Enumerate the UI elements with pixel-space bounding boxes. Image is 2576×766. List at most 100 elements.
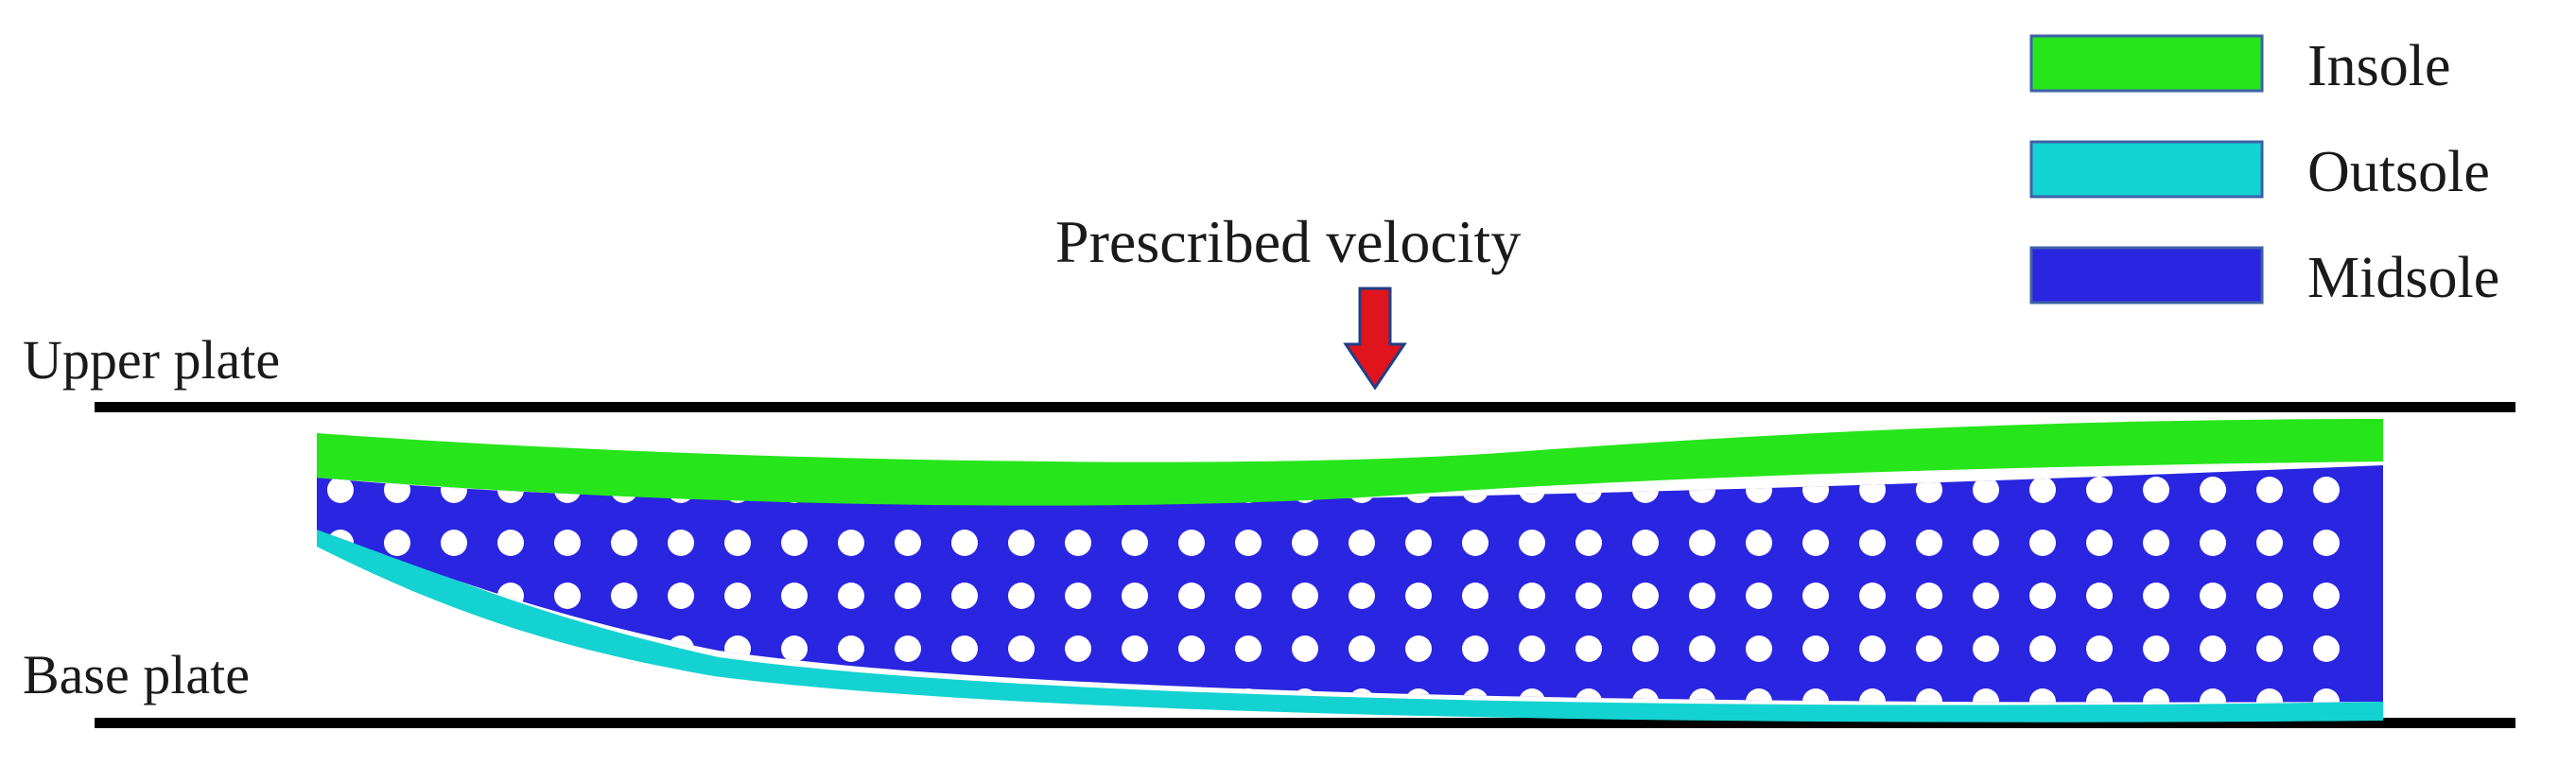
midsole-pore — [1689, 530, 1715, 556]
midsole-pore — [1462, 635, 1488, 662]
midsole-pore — [497, 688, 524, 703]
midsole-pore — [611, 688, 637, 703]
outsole — [317, 518, 2383, 722]
midsole-pore — [1178, 583, 1205, 609]
legend-label-insole: Insole — [2307, 34, 2451, 98]
legend: Insole Outsole Midsole — [2029, 34, 2499, 310]
midsole-pore — [2029, 635, 2056, 662]
midsole-pore — [1405, 635, 1432, 662]
midsole-pore — [1405, 583, 1432, 609]
midsole-pore — [384, 635, 410, 662]
midsole-pore — [1462, 530, 1488, 556]
midsole-pore — [2029, 530, 2056, 556]
midsole-pore — [2200, 688, 2226, 703]
midsole-pore — [668, 583, 694, 609]
midsole-pore — [668, 530, 694, 556]
midsole-pore — [1973, 477, 1999, 503]
midsole-pore — [497, 530, 524, 556]
midsole-pore — [1065, 635, 1091, 662]
midsole-pore — [724, 688, 751, 703]
midsole-pore — [781, 688, 808, 703]
midsole-pore — [554, 688, 581, 703]
midsole-pore — [1008, 635, 1035, 662]
midsole-pore — [2313, 635, 2340, 662]
midsole-pore — [2143, 530, 2169, 556]
midsole-pore — [441, 688, 467, 703]
midsole-pore — [1122, 583, 1148, 609]
midsole-pore — [2313, 688, 2340, 703]
midsole-pore — [1519, 530, 1545, 556]
midsole-pore — [1008, 583, 1035, 609]
midsole-pore — [611, 583, 637, 609]
midsole-pore — [2143, 635, 2169, 662]
midsole-pore — [2200, 530, 2226, 556]
midsole-pore — [1916, 635, 1942, 662]
midsole-pore — [1122, 635, 1148, 662]
midsole-pore — [951, 530, 978, 556]
midsole-pore — [2200, 583, 2226, 609]
midsole-pore — [497, 635, 524, 662]
midsole-pore — [2313, 583, 2340, 609]
midsole-pore — [611, 530, 637, 556]
midsole-pore — [781, 583, 808, 609]
midsole-pore — [724, 583, 751, 609]
midsole-pore — [1292, 530, 1318, 556]
midsole-pore — [724, 635, 751, 662]
legend-label-outsole: Outsole — [2307, 140, 2490, 204]
midsole-pore — [1859, 635, 1886, 662]
midsole-pore — [2256, 530, 2283, 556]
midsole-pore — [327, 477, 354, 503]
midsole-pore — [1065, 530, 1091, 556]
upper-plate — [95, 402, 2515, 412]
midsole-pore — [554, 583, 581, 609]
midsole-pore — [724, 530, 751, 556]
midsole-pore — [1746, 635, 1772, 662]
midsole-pore — [951, 583, 978, 609]
midsole-pore — [1292, 635, 1318, 662]
midsole-pore — [1575, 530, 1602, 556]
midsole-pore — [1065, 583, 1091, 609]
midsole-pore — [1235, 635, 1262, 662]
midsole-pore — [2256, 688, 2283, 703]
midsole-pore — [1916, 477, 1942, 503]
midsole-pore — [1349, 530, 1375, 556]
midsole-pore — [1178, 635, 1205, 662]
midsole-pore — [2313, 477, 2340, 503]
midsole-pore — [1973, 530, 1999, 556]
midsole-pore — [1519, 583, 1545, 609]
midsole-pore — [1349, 583, 1375, 609]
midsole-pore — [1235, 583, 1262, 609]
midsole-pore — [1973, 635, 1999, 662]
midsole-pore — [1802, 477, 1829, 503]
midsole-pore — [2256, 583, 2283, 609]
midsole-pore — [2029, 688, 2056, 703]
midsole-pore — [1575, 583, 1602, 609]
velocity-arrow — [1343, 287, 1407, 391]
insole — [317, 419, 2383, 506]
midsole-pore — [781, 635, 808, 662]
midsole-pore — [1802, 530, 1829, 556]
midsole-pore — [2086, 477, 2113, 503]
upper-plate-label: Upper plate — [23, 329, 280, 391]
midsole-pore — [1122, 530, 1148, 556]
midsole-pore — [327, 688, 354, 703]
midsole-pore — [1973, 583, 1999, 609]
midsole-pore — [384, 688, 410, 703]
shoe-sole-model — [317, 419, 2383, 722]
midsole-pore — [1973, 688, 1999, 703]
prescribed-velocity-label: Prescribed velocity — [1055, 208, 1521, 275]
midsole-pore — [1689, 583, 1715, 609]
midsole-pore — [2029, 477, 2056, 503]
legend-swatch-insole — [2029, 34, 2264, 93]
legend-swatch-midsole — [2029, 246, 2264, 305]
midsole-pore — [1632, 635, 1659, 662]
midsole-pore — [1859, 477, 1886, 503]
midsole-pore — [384, 530, 410, 556]
midsole-pore — [895, 635, 921, 662]
midsole-pore — [2086, 530, 2113, 556]
midsole-pore — [1746, 530, 1772, 556]
midsole-pore — [668, 688, 694, 703]
midsole-pore — [838, 530, 864, 556]
midsole-pore — [1349, 635, 1375, 662]
